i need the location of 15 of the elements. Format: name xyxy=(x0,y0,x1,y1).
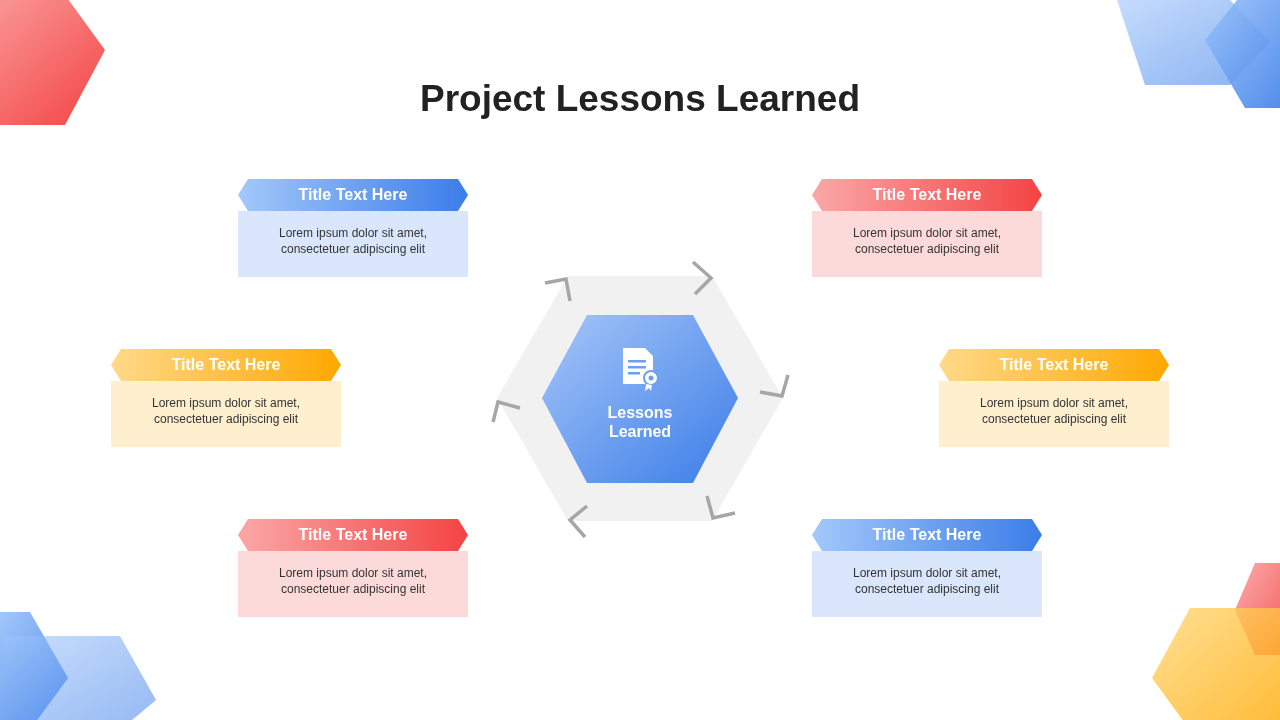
card-text: Lorem ipsum dolor sit amet, consectetuer adipiscing elit xyxy=(812,211,1042,277)
card-text: Lorem ipsum dolor sit amet, consectetuer adipiscing elit xyxy=(111,381,341,447)
slide-title: Project Lessons Learned xyxy=(418,78,861,120)
title-banner: Title Text Here xyxy=(238,519,468,551)
title-banner: Title Text Here xyxy=(939,349,1169,381)
card-text: Lorem ipsum dolor sit amet, consectetuer adipiscing elit xyxy=(939,381,1169,447)
title-banner: Title Text Here xyxy=(238,179,468,211)
hexagon-label: Lessons Learned xyxy=(606,403,674,441)
card-text: Lorem ipsum dolor sit amet, consectetuer adipiscing elit xyxy=(238,211,468,277)
title-banner: Title Text Here xyxy=(111,349,341,381)
title-banner: Title Text Here xyxy=(812,519,1042,551)
center-hexagon xyxy=(542,315,738,483)
title-banner: Title Text Here xyxy=(812,179,1042,211)
card-text: Lorem ipsum dolor sit amet, consectetuer adipiscing elit xyxy=(238,551,468,617)
card-text: Lorem ipsum dolor sit amet, consectetuer adipiscing elit xyxy=(812,551,1042,617)
